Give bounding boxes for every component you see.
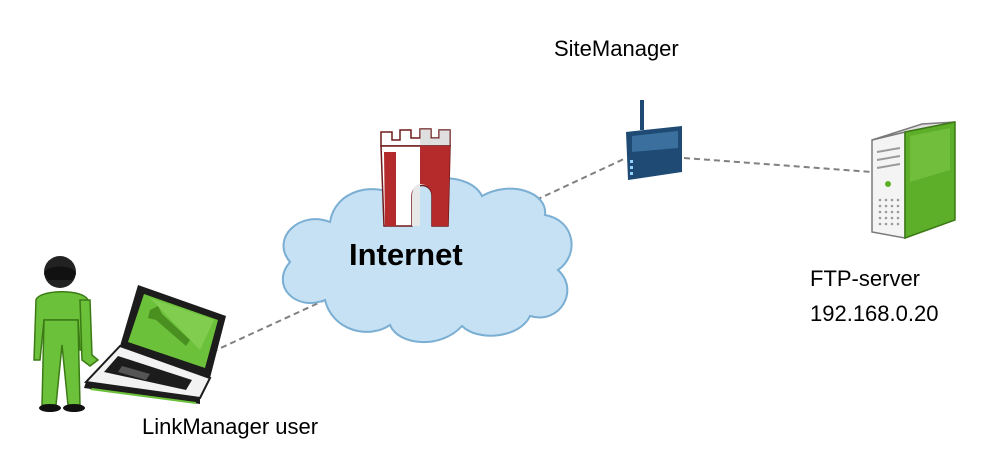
sitemanager-label: SiteManager [554, 36, 679, 61]
person-icon [33, 256, 100, 412]
router-icon [626, 100, 682, 180]
server-icon [871, 121, 956, 240]
ftp-server-name-label: FTP-server [810, 266, 920, 291]
linkmanager-user-label: LinkManager user [142, 414, 319, 439]
laptop-icon [83, 285, 226, 404]
link-internet-sitemanager [535, 157, 627, 201]
link-laptop-internet [211, 299, 326, 353]
castle-tower-icon [380, 128, 451, 227]
link-sitemanager-ftp [683, 157, 873, 173]
connections [211, 157, 873, 353]
ftp-server-ip-label: 192.168.0.20 [810, 301, 939, 326]
cloud-icon [282, 177, 573, 343]
internet-label: Internet [349, 237, 463, 272]
